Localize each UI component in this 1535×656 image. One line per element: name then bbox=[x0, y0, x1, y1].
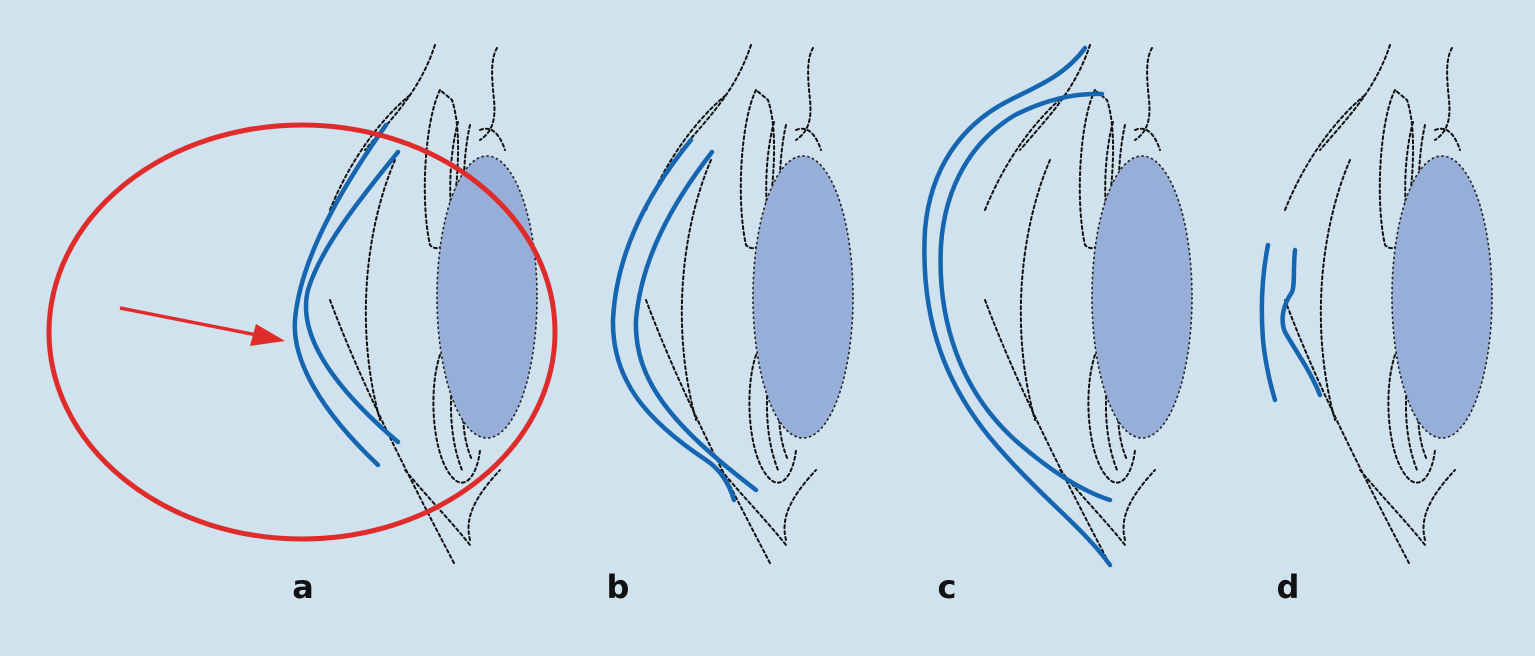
shell-line-inner-a bbox=[303, 149, 401, 445]
panel-b bbox=[610, 44, 854, 566]
panel-label-b: b bbox=[606, 568, 630, 606]
eye-outline-c bbox=[984, 44, 1193, 566]
panel-c bbox=[922, 44, 1193, 568]
shell-line-inner-b bbox=[633, 149, 759, 493]
pointer-arrow-line bbox=[119, 306, 263, 338]
panel-d bbox=[1259, 44, 1493, 566]
panel-label-c: c bbox=[937, 568, 957, 606]
pointer-arrow-head bbox=[250, 324, 285, 346]
highlight-ellipse bbox=[46, 122, 558, 542]
panel-label-d: d bbox=[1276, 568, 1300, 606]
eye-outline-d bbox=[1284, 44, 1493, 566]
shell-line-outer-c bbox=[922, 45, 1113, 568]
panel-a bbox=[46, 44, 558, 566]
shell-line-outer-d bbox=[1259, 242, 1278, 403]
shell-line-inner-c bbox=[938, 91, 1113, 503]
eye-outline-a bbox=[329, 44, 538, 566]
shell-line-outer-a bbox=[292, 122, 389, 468]
panel-label-a: a bbox=[292, 568, 314, 606]
shell-line-outer-b bbox=[610, 137, 737, 503]
shell-line-inner-d bbox=[1280, 247, 1323, 398]
